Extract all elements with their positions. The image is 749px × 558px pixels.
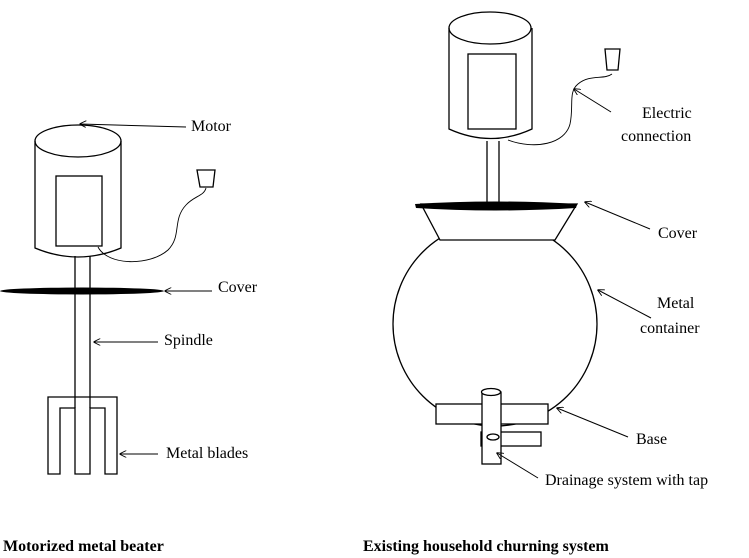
churner-electric-cable (507, 48, 621, 146)
cover-arrow-right (585, 202, 651, 230)
churner-shaft (486, 141, 500, 203)
beater-electric-cable (97, 169, 216, 263)
base-arrow (557, 408, 629, 438)
churner-motor (448, 11, 533, 140)
beater-metal-blades (47, 396, 118, 475)
motorized-beater-drawing (0, 124, 216, 475)
metal-blades-label: Metal blades (166, 445, 248, 462)
drainage-tap (480, 387, 542, 465)
cover-label-right: Cover (658, 225, 698, 242)
container-arrow (598, 290, 652, 319)
churner-cover-rim (415, 201, 577, 211)
container-label-line2: container (640, 320, 700, 337)
electric-label-line2: connection (621, 128, 691, 145)
drainage-arrow (497, 453, 539, 479)
household-churner-drawing (392, 11, 652, 479)
spindle-label: Spindle (164, 332, 213, 349)
beater-cover-disc (0, 287, 164, 295)
container-label-line1: Metal (657, 295, 695, 312)
electric-arrow (574, 89, 612, 113)
motor-arrow (80, 124, 187, 127)
motor-label: Motor (191, 118, 232, 135)
beater-motor (34, 124, 122, 258)
electric-label-line1: Electric (642, 105, 692, 122)
drainage-label: Drainage system with tap (545, 472, 708, 489)
beater-spindle (74, 256, 91, 408)
left-caption: Motorized metal beater (3, 538, 164, 555)
base-label: Base (636, 431, 667, 448)
right-caption: Existing household churning system (363, 538, 610, 555)
cover-label-left: Cover (218, 279, 258, 296)
